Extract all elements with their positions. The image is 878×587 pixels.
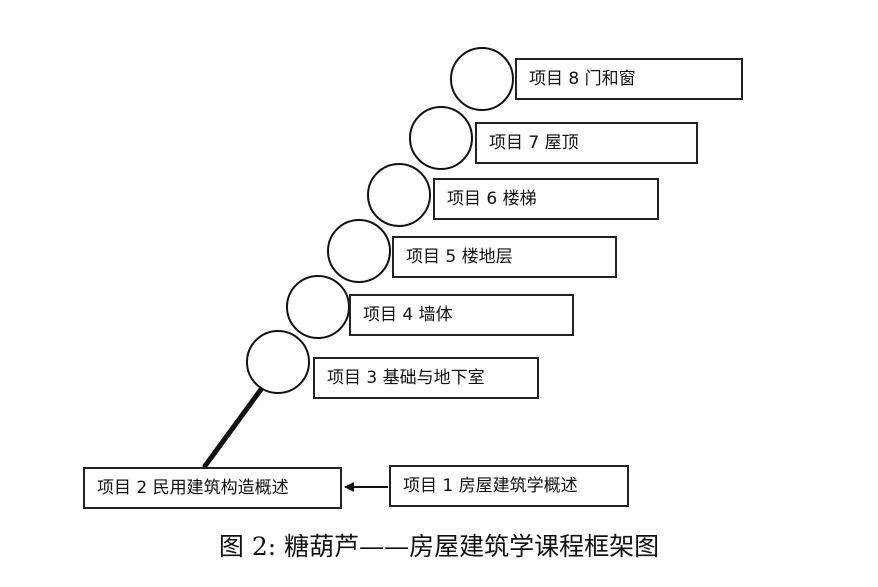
project-box-4: 项目 4 墙体 — [349, 294, 574, 336]
skewer-ball-7 — [409, 106, 473, 170]
figure-caption: 图 2: 糖葫芦——房屋建筑学课程框架图 — [218, 532, 660, 561]
project-box-7: 项目 7 屋顶 — [475, 122, 698, 164]
project-box-3: 项目 3 基础与地下室 — [313, 357, 539, 399]
skewer-ball-5 — [327, 219, 391, 283]
skewer-ball-8 — [450, 47, 514, 111]
skewer-ball-6 — [367, 163, 431, 227]
skewer-stick — [202, 385, 265, 469]
project-box-2: 项目 2 民用建筑构造概述 — [83, 467, 342, 509]
project-box-1: 项目 1 房屋建筑学概述 — [389, 465, 629, 507]
project-box-8: 项目 8 门和窗 — [515, 58, 743, 100]
skewer-ball-3 — [246, 330, 310, 394]
skewer-ball-4 — [286, 275, 350, 339]
project-box-5: 项目 5 楼地层 — [392, 236, 617, 278]
project-box-6: 项目 6 楼梯 — [433, 178, 659, 220]
